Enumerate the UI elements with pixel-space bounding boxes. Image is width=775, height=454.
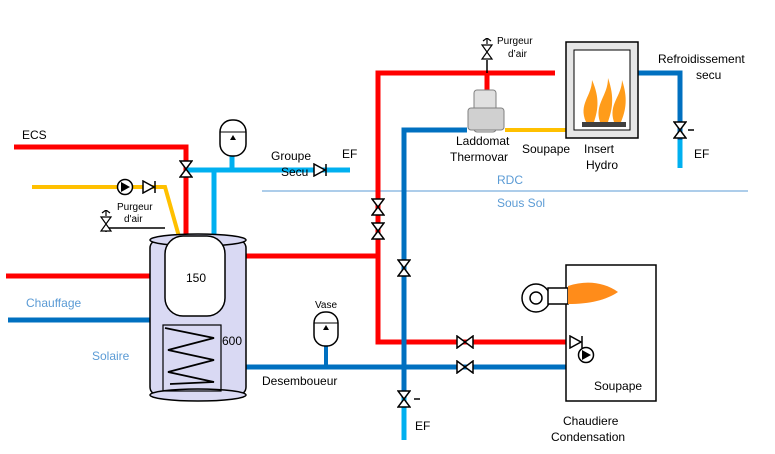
solar-pipe [32, 185, 182, 241]
valve-insert-hot-2 [371, 222, 385, 240]
label-groupe-secu-1: Groupe [271, 149, 311, 163]
label-laddomat-2: Thermovar [450, 150, 508, 164]
label-ef-bottom: EF [415, 419, 430, 433]
valve-insert-return [397, 259, 411, 277]
label-soupape-boiler: Soupape [594, 379, 642, 393]
valve-boiler-return [456, 360, 474, 374]
label-refroid-1: Refroidissement [658, 52, 745, 66]
label-tank-150: 150 [186, 271, 206, 285]
label-vase: Vase [315, 300, 337, 311]
label-solaire: Solaire [92, 349, 130, 363]
coil-frame [162, 324, 222, 392]
cold-feed-pipe [186, 167, 217, 240]
solar-coil [164, 327, 215, 385]
pump-solar [116, 178, 134, 196]
label-sous-sol: Sous Sol [497, 196, 545, 210]
purgeur-left-pipe [105, 227, 165, 232]
label-laddomat-1: Laddomat [456, 134, 510, 148]
label-chaudiere-1: Chaudiere [563, 414, 619, 428]
label-rdc: RDC [497, 173, 523, 187]
label-ecs: ECS [22, 128, 47, 142]
label-chauffage: Chauffage [26, 296, 81, 310]
chaudiere-condensation [521, 264, 657, 402]
expansion-vessel-top [219, 119, 247, 157]
label-purgeur-left-2: d'air [124, 214, 143, 225]
insert-return-pipe [401, 127, 467, 440]
valve-refroid [673, 121, 687, 139]
label-groupe-secu-2: Secu [281, 165, 308, 179]
valve-boiler-hot [456, 335, 474, 349]
valve-ef-bottom [397, 390, 411, 408]
laddomat-thermovar [467, 89, 505, 133]
label-purgeur-left-1: Purgeur [117, 202, 153, 213]
valve-insert-hot-1 [371, 198, 385, 216]
pump-boiler [577, 346, 595, 364]
inner-tank-150 [164, 235, 226, 317]
ecs-pipe [14, 144, 189, 236]
label-desemboueur: Desemboueur [262, 374, 337, 388]
label-tank-600: 600 [222, 334, 242, 348]
label-purgeur-top-2: d’air [508, 49, 528, 60]
check-valve-solar [142, 180, 156, 194]
label-ef-groupe: EF [342, 147, 357, 161]
label-chaudiere-2: Condensation [551, 430, 625, 444]
purgeur-top-icon [481, 38, 493, 60]
check-valve-groupe [313, 163, 327, 177]
groupe-secu-pipe [214, 154, 350, 173]
label-ef-refroid: EF [694, 147, 709, 161]
boiler-hot-pipe [375, 256, 578, 345]
expansion-vessel-vase [313, 311, 339, 347]
refroid-pipe [636, 70, 683, 166]
label-insert-2: Hydro [586, 158, 618, 172]
label-soupape-insert: Soupape [522, 142, 570, 156]
label-purgeur-top-1: Purgeur [497, 36, 533, 47]
label-insert-1: Insert [584, 142, 615, 156]
label-refroid-2: secu [696, 68, 721, 82]
insert-hydro [565, 41, 639, 139]
insert-hot-pipe [245, 70, 490, 259]
